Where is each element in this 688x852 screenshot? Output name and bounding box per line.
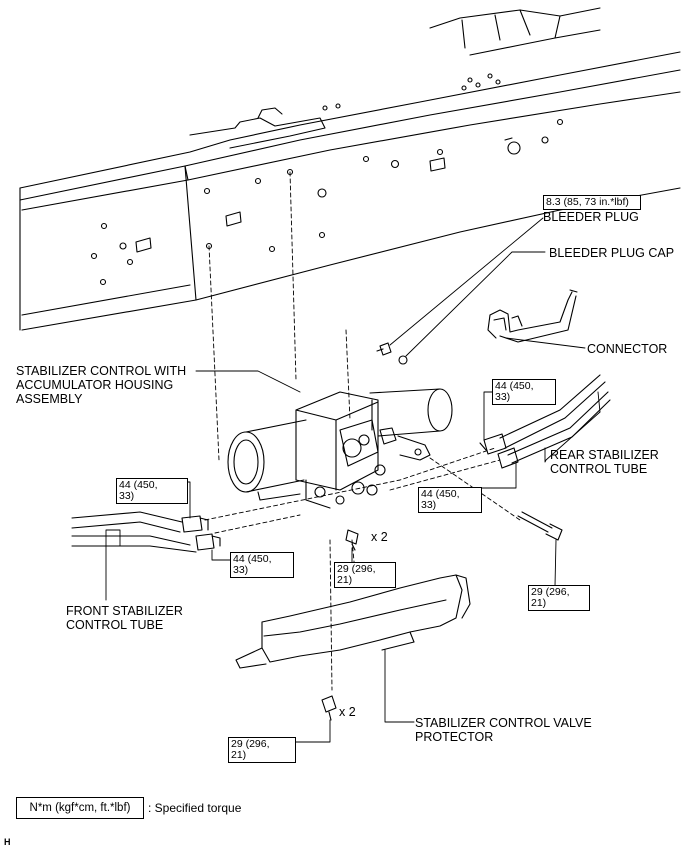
frame-rail — [19, 7, 681, 331]
connector-part — [487, 289, 578, 343]
legend-description: : Specified torque — [148, 801, 242, 815]
label-stabilizer-control: STABILIZER CONTROL WITH ACCUMULATOR HOUS… — [16, 364, 187, 406]
label-bleeder-plug-cap: BLEEDER PLUG CAP — [549, 246, 675, 260]
qty-bolt-center: x 2 — [371, 530, 388, 544]
torque-rear-upper: 44 (450,33) — [492, 379, 556, 405]
torque-front-lower: 44 (450,33) — [230, 552, 294, 578]
bleeder-parts — [376, 342, 408, 365]
valve-protector — [235, 574, 471, 669]
front-tubes — [71, 511, 221, 553]
assembly-lines — [204, 171, 521, 691]
qty-bolt-bottom: x 2 — [339, 705, 356, 719]
torque-bolt-center: 29 (296,21) — [334, 562, 396, 588]
bolts — [321, 511, 563, 721]
stabilizer-control-unit — [227, 388, 453, 509]
torque-rear-lower: 44 (450,33) — [418, 487, 482, 513]
torque-bleeder: 8.3 (85, 73 in.*lbf) — [543, 195, 641, 210]
label-bleeder-plug: BLEEDER PLUG — [543, 210, 639, 224]
corner-mark: H — [4, 837, 11, 847]
torque-bolt-right: 29 (296,21) — [528, 585, 590, 611]
torque-front-upper: 44 (450,33) — [116, 478, 188, 504]
leader-lines — [105, 217, 601, 743]
label-connector: CONNECTOR — [587, 342, 668, 356]
label-front-tube: FRONT STABILIZER CONTROL TUBE — [66, 604, 183, 632]
legend-unit-box: N*m (kgf*cm, ft.*lbf) — [16, 797, 144, 819]
label-rear-tube: REAR STABILIZER CONTROL TUBE — [550, 448, 659, 476]
torque-bolt-bottom: 29 (296,21) — [228, 737, 296, 763]
label-valve-protector: STABILIZER CONTROL VALVE PROTECTOR — [415, 716, 592, 744]
